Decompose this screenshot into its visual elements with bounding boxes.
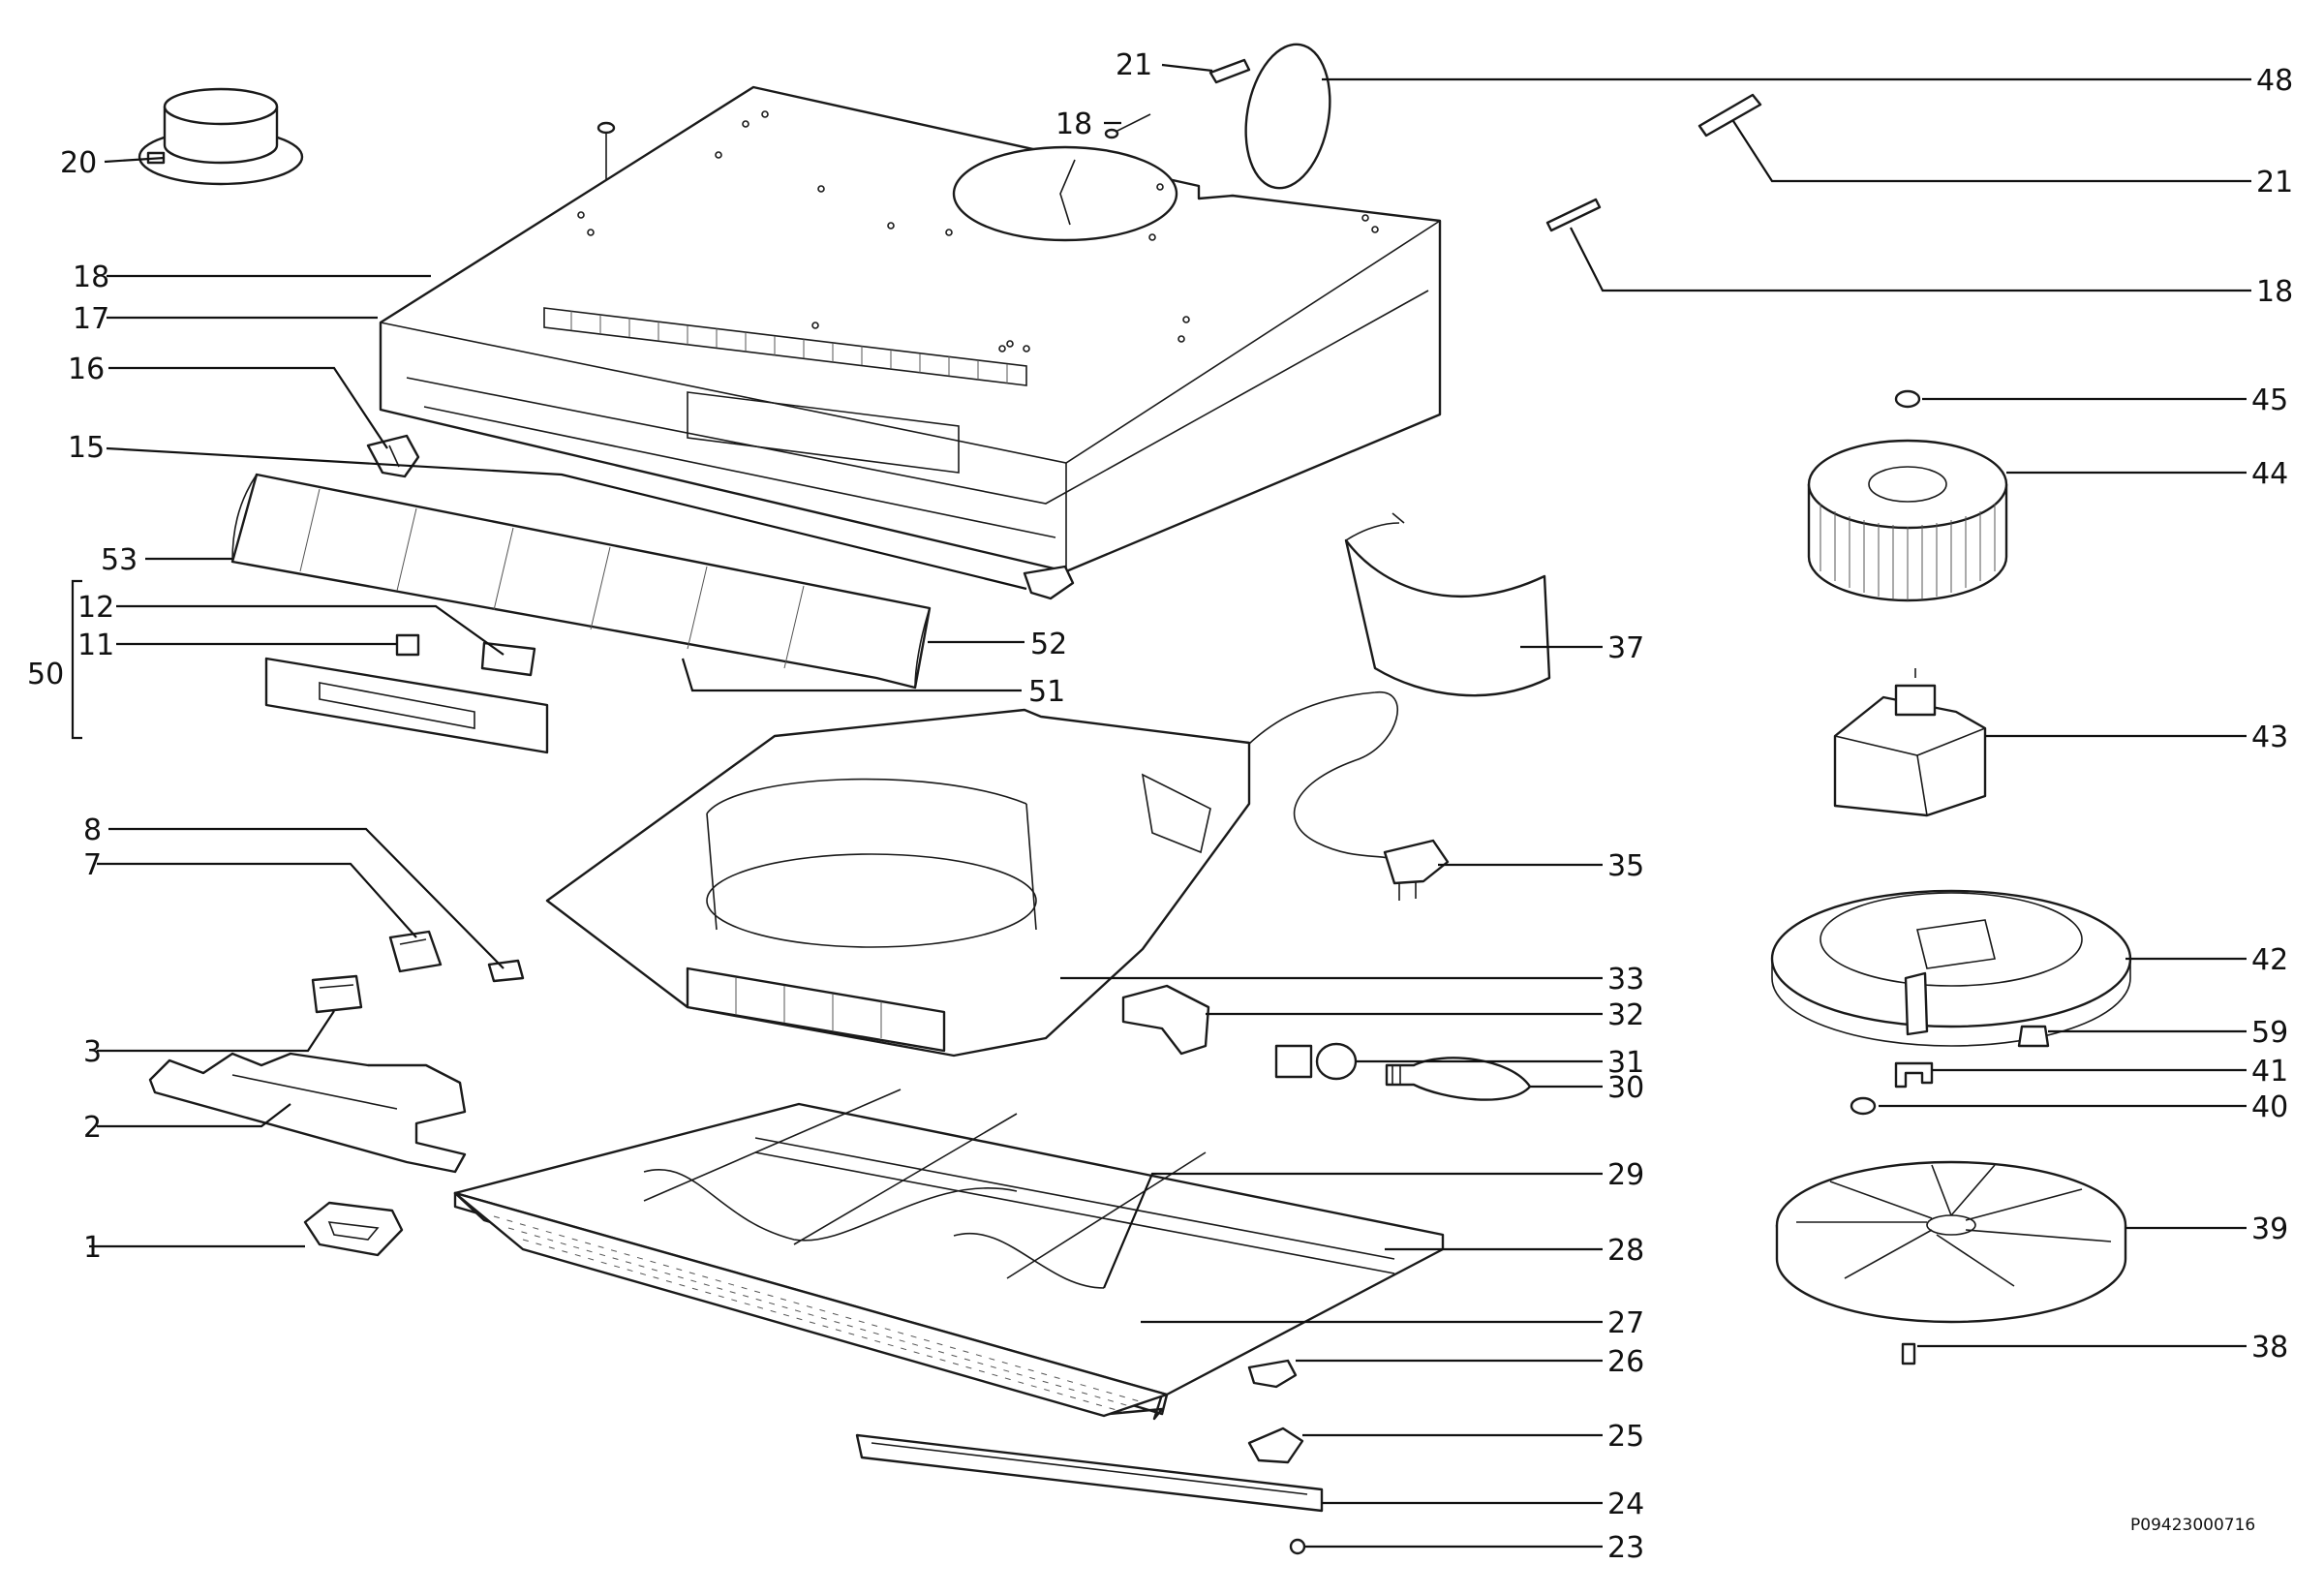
label-29: 29 [1607, 1158, 1644, 1192]
label-20: 20 [60, 146, 97, 180]
part-45-nut [1894, 389, 1921, 409]
label-18-left: 18 [73, 261, 109, 294]
label-32: 32 [1607, 998, 1644, 1032]
part-18-screw-small [1104, 113, 1151, 139]
part-31-lamp-socket [1274, 1042, 1358, 1081]
part-17-hood-body [379, 85, 1442, 573]
part-48-gasket-ring [1244, 43, 1331, 190]
label-31: 31 [1607, 1046, 1644, 1080]
part-50-control-strip [264, 657, 549, 754]
part-21-wall-plug-right [1697, 93, 1762, 138]
label-18-right: 18 [2256, 275, 2293, 309]
label-11: 11 [77, 629, 114, 662]
part-12-switch-slider [480, 641, 536, 677]
label-18-top: 18 [1055, 107, 1092, 141]
part-37-air-guide [1344, 512, 1551, 697]
label-40: 40 [2251, 1090, 2288, 1124]
part-11-small-clip [395, 633, 420, 657]
label-8: 8 [83, 813, 102, 847]
part-25-clip [1247, 1426, 1304, 1464]
label-52: 52 [1030, 628, 1067, 661]
part-27-grease-grille [453, 1191, 1169, 1421]
part-8-small-button [487, 959, 525, 983]
label-50-group: 50 [27, 658, 64, 691]
part-24-trim-strip [855, 1433, 1324, 1513]
part-43-motor [1833, 668, 1987, 817]
label-21-top: 21 [1116, 48, 1152, 82]
label-24: 24 [1607, 1488, 1644, 1521]
label-51: 51 [1028, 675, 1065, 709]
label-53: 53 [101, 543, 138, 577]
label-43: 43 [2251, 721, 2288, 754]
label-17: 17 [73, 302, 109, 336]
part-44-fan-impeller [1807, 439, 2008, 602]
label-28: 28 [1607, 1234, 1644, 1268]
label-38: 38 [2251, 1331, 2288, 1365]
part-52-right-end-cap [1023, 565, 1075, 600]
label-45: 45 [2251, 383, 2288, 417]
part-41-spring-clip [1894, 1061, 1934, 1089]
label-16: 16 [68, 353, 105, 386]
part-39-carbon-filter [1775, 1160, 2127, 1324]
label-44: 44 [2251, 457, 2288, 491]
part-51-front-panel [230, 473, 932, 690]
label-30: 30 [1607, 1071, 1644, 1105]
label-25: 25 [1607, 1420, 1644, 1454]
part-42-motor-mount [1770, 889, 2132, 1047]
part-7-switch-block [388, 930, 443, 973]
part-23-screw [1289, 1538, 1306, 1555]
part-20-duct-collar [138, 87, 304, 186]
label-39: 39 [2251, 1212, 2288, 1246]
part-16-hinge-bracket [366, 434, 420, 478]
label-15: 15 [68, 431, 105, 465]
label-35: 35 [1607, 849, 1644, 883]
label-7: 7 [83, 848, 102, 882]
label-27: 27 [1607, 1306, 1644, 1340]
part-32-lamp-holder-bracket [1121, 984, 1210, 1056]
part-33-inner-housing [545, 708, 1251, 1058]
part-18-screw-right [1545, 198, 1602, 232]
label-37: 37 [1607, 631, 1644, 665]
part-26-clip [1247, 1359, 1298, 1389]
part-40-nut [1850, 1096, 1877, 1116]
label-48: 48 [2256, 64, 2293, 98]
label-21-right: 21 [2256, 166, 2293, 199]
part-59-grommet [2017, 1025, 2050, 1048]
label-26: 26 [1607, 1345, 1644, 1379]
label-41: 41 [2251, 1055, 2288, 1089]
part-2-switch-bracket [148, 1052, 467, 1174]
label-23: 23 [1607, 1531, 1644, 1565]
part-1-small-frame [303, 1201, 404, 1257]
part-38-screw [1901, 1342, 1916, 1365]
label-2: 2 [83, 1111, 102, 1145]
label-42: 42 [2251, 943, 2288, 977]
label-1: 1 [83, 1231, 102, 1265]
part-3-switch-unit [311, 974, 363, 1014]
part-number-labels: 20 18 17 16 15 53 12 11 50 8 7 3 2 1 21 … [27, 48, 2293, 1565]
part-21-wall-plug-top [1208, 58, 1251, 84]
label-33: 33 [1607, 963, 1644, 997]
part-30-lamp-bulb [1385, 1057, 1532, 1101]
label-12: 12 [77, 591, 114, 625]
leader-lines [71, 63, 2251, 1549]
label-59: 59 [2251, 1016, 2288, 1050]
label-3: 3 [83, 1035, 102, 1069]
part-35-power-cord [1248, 691, 1450, 901]
drawing-code: P09423000716 [2130, 1516, 2255, 1535]
